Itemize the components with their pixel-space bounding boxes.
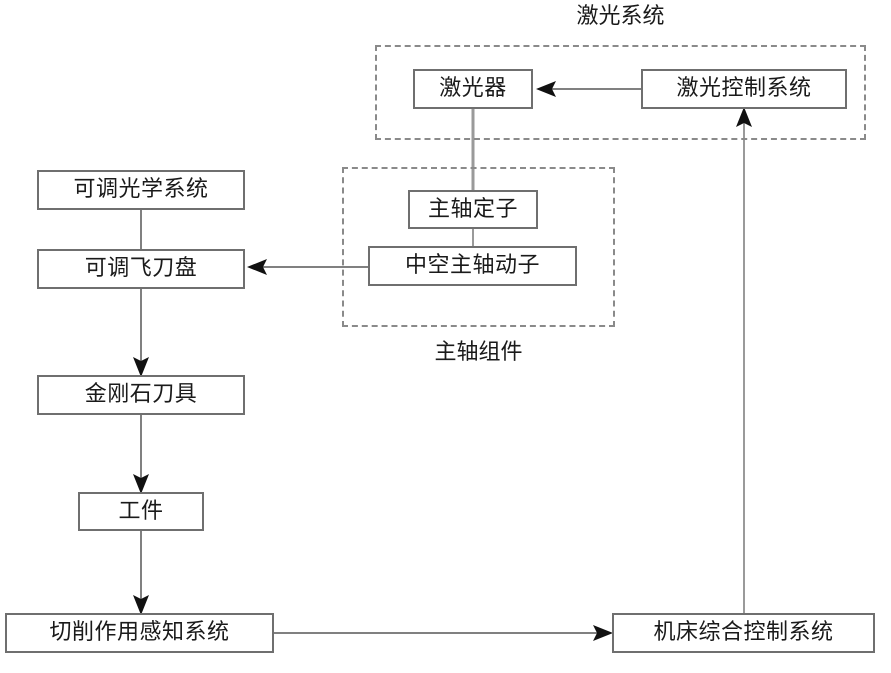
group-laser-system bbox=[375, 45, 866, 140]
edge-laser-control-to-laser bbox=[536, 81, 641, 97]
edge-machine-ctrl-to-laser-control bbox=[736, 107, 752, 613]
node-adjustable-fly-cutter-disc[interactable]: 可调飞刀盘 bbox=[37, 249, 245, 289]
edge-diamond-tool-to-workpiece bbox=[133, 415, 149, 494]
edge-cut-sensing-to-machine-ctrl bbox=[274, 625, 613, 641]
group-spindle-assembly-caption: 主轴组件 bbox=[434, 340, 523, 365]
node-workpiece[interactable]: 工件 bbox=[78, 492, 204, 531]
node-diamond-tool[interactable]: 金刚石刀具 bbox=[37, 375, 245, 415]
group-laser-system-caption: 激光系统 bbox=[576, 4, 665, 29]
node-spindle-stator[interactable]: 主轴定子 bbox=[408, 190, 538, 229]
edge-adj-flycutter-to-diamond-tool bbox=[133, 289, 149, 377]
edge-hollow-rotor-to-adj-flycutter bbox=[247, 259, 368, 275]
edge-workpiece-to-cut-sensing bbox=[133, 531, 149, 615]
node-hollow-spindle-rotor[interactable]: 中空主轴动子 bbox=[368, 246, 577, 286]
node-adjustable-optical-system[interactable]: 可调光学系统 bbox=[37, 170, 245, 210]
node-laser-control-system[interactable]: 激光控制系统 bbox=[641, 69, 847, 109]
node-machine-integrated-control-system[interactable]: 机床综合控制系统 bbox=[612, 613, 875, 653]
node-cutting-action-sensing-system[interactable]: 切削作用感知系统 bbox=[5, 613, 274, 653]
group-spindle-assembly bbox=[342, 167, 615, 327]
node-laser[interactable]: 激光器 bbox=[413, 69, 533, 109]
